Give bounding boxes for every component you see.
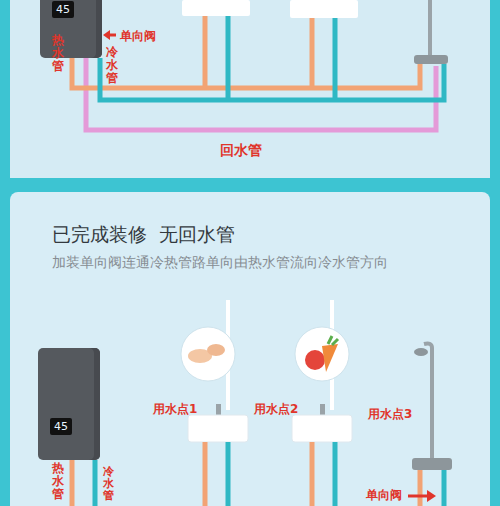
heater-display: 45 <box>52 1 74 18</box>
heater-display: 45 <box>50 418 72 435</box>
point-label: 用水点3 <box>368 406 412 423</box>
pipe-label: 冷水管 <box>103 466 114 502</box>
subtitle: 加装单向阀连通冷热管路单向由热水管流向冷水管方向 <box>52 254 388 272</box>
pipe-label: 热水管 <box>52 462 64 502</box>
pipe-label: 冷水管 <box>106 46 118 86</box>
pipe-label: 热水管 <box>52 34 64 74</box>
water-heater: 45 <box>38 348 100 460</box>
point-label: 用水点1 <box>153 401 197 418</box>
panel-title: 已完成装修 无回水管 <box>52 222 235 248</box>
pipe-label: 回水管 <box>220 142 262 160</box>
water-heater: 45 <box>40 0 102 58</box>
point-label: 用水点2 <box>254 401 298 418</box>
valve-label: 单向阀 <box>120 28 156 45</box>
valve-label: 单向阀 <box>366 487 402 504</box>
